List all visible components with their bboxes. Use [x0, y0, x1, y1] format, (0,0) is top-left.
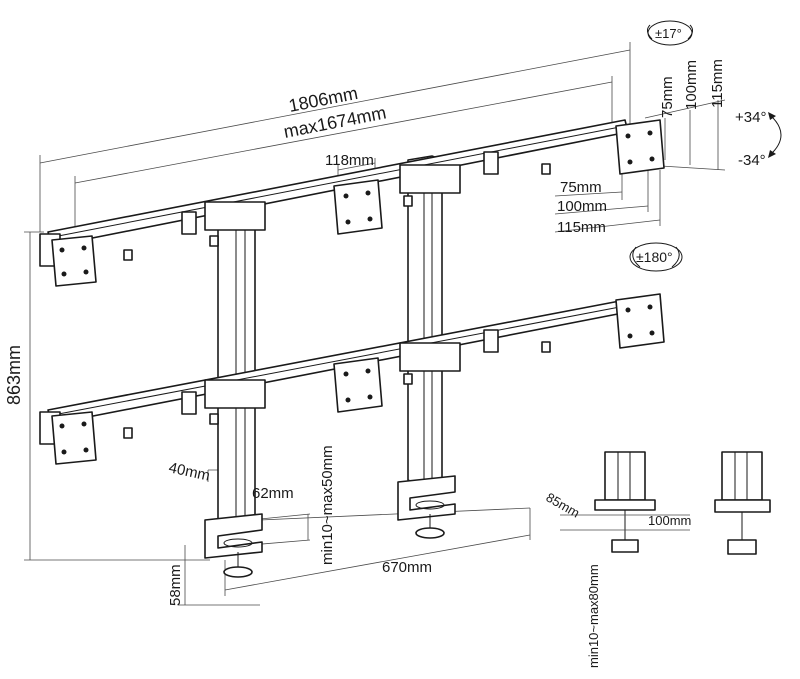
label-vesa-100-v: 100mm — [683, 60, 700, 110]
label-vesa-100-h: 100mm — [557, 198, 607, 215]
label-vesa-115-v: 115mm — [709, 59, 726, 108]
label-swivel-pos: +34° — [735, 109, 766, 126]
tilt-arrow-left — [646, 24, 653, 40]
desk-clamp-right — [397, 475, 456, 539]
desk-clamps — [204, 475, 456, 578]
vesa-plate-bottom-center — [333, 357, 383, 413]
label-pole-width: 62mm — [252, 485, 294, 502]
label-pole-spacing: 670mm — [382, 559, 432, 576]
grommet-insets — [560, 451, 771, 555]
right-pole — [407, 155, 443, 485]
label-grommet-depth: 85mm — [544, 490, 583, 521]
desk-clamp-left — [204, 513, 263, 578]
vesa-plate-top-center — [333, 179, 383, 235]
vesa-plate-bottom-right — [615, 293, 665, 349]
swivel-arc — [769, 114, 782, 156]
label-height: 863mm — [4, 345, 24, 405]
vesa-plate-top-left — [39, 233, 97, 287]
top-joint-2 — [483, 151, 499, 175]
top-pole-clamp-right — [399, 164, 461, 194]
grommet-inset-left — [560, 451, 690, 553]
swivel-arrows — [629, 20, 782, 272]
rotation-arrow-right — [671, 246, 680, 268]
label-vesa-75-h: 75mm — [560, 179, 602, 196]
label-vesa-75-v: 75mm — [659, 76, 676, 118]
label-clamp-gap: 118mm — [325, 152, 374, 169]
rotation-arrow-left — [632, 246, 641, 268]
rotation-circle — [629, 242, 683, 272]
tilt-arrow-right — [687, 24, 694, 40]
vesa-plate-top-right — [615, 119, 665, 175]
bottom-pole-clamp-left — [204, 379, 266, 409]
swivel-arrowhead-bottom — [768, 150, 776, 158]
label-swivel-neg: -34° — [738, 152, 766, 169]
grommet-inset-right — [714, 451, 771, 555]
label-rotation: ±180° — [636, 249, 673, 265]
label-grommet-width: 100mm — [648, 513, 691, 528]
label-vesa-115-h: 115mm — [557, 219, 606, 236]
label-grommet-thickness: min10~max80mm — [586, 564, 601, 668]
vesa-plates — [39, 119, 665, 465]
crossbars — [47, 119, 629, 439]
label-desk-thickness: min10~max50mm — [319, 445, 336, 565]
dimension-lines — [24, 42, 726, 606]
bottom-joint-2 — [483, 329, 499, 353]
top-joint-1 — [181, 211, 197, 235]
label-tilt: ±17° — [655, 26, 682, 41]
swivel-arrowhead-top — [768, 112, 776, 120]
vesa-plate-bottom-left — [39, 411, 97, 465]
top-pole-clamp-left — [204, 201, 266, 231]
label-clamp-height: 58mm — [167, 564, 184, 606]
label-pole-depth: 40mm — [167, 459, 211, 484]
bottom-pole-clamp-right — [399, 342, 461, 372]
bottom-joint-1 — [181, 391, 197, 415]
